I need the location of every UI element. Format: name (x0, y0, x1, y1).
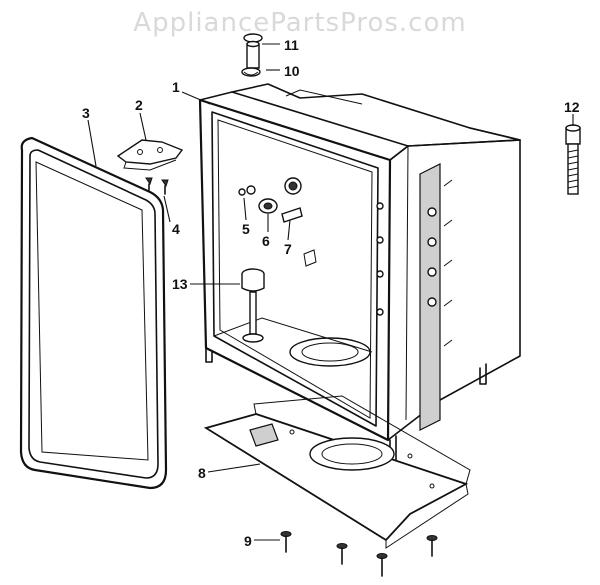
watermark: AppliancePartsPros.com (133, 8, 467, 38)
leader-lines (87, 43, 574, 541)
callout-3: 3 (82, 105, 90, 121)
callout-11: 11 (284, 37, 299, 53)
base-screws (280, 531, 438, 577)
pin-and-clips (241, 33, 263, 77)
callout-6: 6 (262, 233, 270, 249)
callout-13: 13 (172, 276, 188, 292)
callout-labels: 1 2 3 4 5 6 7 8 9 10 11 12 13 (82, 37, 580, 549)
callout-8: 8 (198, 465, 206, 481)
callout-2: 2 (135, 97, 143, 113)
door-gasket (19, 136, 168, 490)
hinge-screws (145, 177, 169, 195)
threaded-stud (565, 124, 581, 195)
callout-12: 12 (564, 99, 580, 115)
tub-assembly (198, 83, 521, 463)
callout-5: 5 (242, 221, 250, 237)
base-plate (203, 395, 471, 549)
hinge-bracket (116, 139, 184, 171)
callout-7: 7 (284, 241, 292, 257)
callout-1: 1 (172, 79, 180, 95)
callout-10: 10 (284, 63, 300, 79)
float-assembly (241, 268, 265, 343)
callout-4: 4 (172, 221, 180, 237)
tub-fittings (238, 177, 303, 223)
callout-9: 9 (244, 533, 252, 549)
